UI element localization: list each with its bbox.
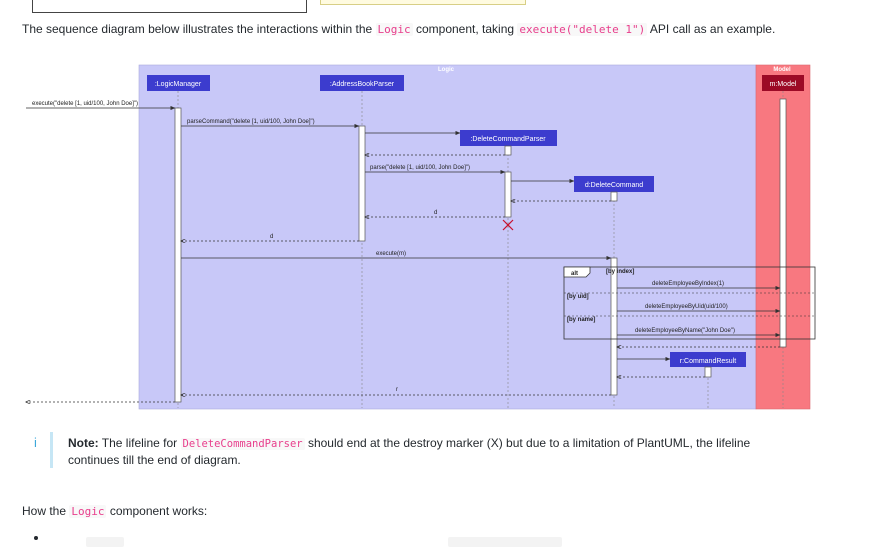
alt-guard-index: [by index] [606, 269, 634, 275]
participant-model [762, 75, 804, 91]
alt-guard-uid: [by uid] [567, 294, 589, 300]
intro-text-middle: component, taking [412, 22, 518, 36]
note-code: DeleteCommandParser [180, 438, 305, 450]
participant-command-result [670, 352, 746, 367]
intro-code-logic: Logic [375, 23, 413, 36]
participant-delete-command [574, 176, 654, 192]
note-label: Note: [68, 436, 99, 450]
participant-model-label: m:Model [770, 81, 797, 88]
activation-logic-manager [174, 107, 182, 403]
activation-command-result [704, 366, 712, 378]
intro-text-prefix: The sequence diagram below illustrates t… [22, 22, 376, 36]
participant-delete-command-label: d:DeleteCommand [585, 182, 643, 189]
destroy-marker [502, 219, 514, 231]
intro-text-suffix: API call as an example. [647, 22, 776, 36]
list-code-stub-2 [448, 537, 562, 547]
activation-delete-command-parser [504, 171, 512, 218]
logic-box-label: Logic [438, 67, 455, 73]
participant-logic-manager-label: :LogicManager [155, 81, 202, 88]
sequence-diagram: Logic Model :LogicManager :AddressBookPa… [0, 64, 816, 410]
participant-delete-command-parser [460, 130, 557, 146]
logic-box [138, 64, 757, 410]
section-heading: How the Logic component works: [22, 503, 207, 520]
note-bar [50, 432, 53, 468]
label-return-d-2: d [270, 234, 273, 240]
label-delete-by-index: deleteEmployeeByIndex(1) [652, 281, 724, 287]
label-delete-by-uid: deleteEmployeeByUid(uid/100) [645, 304, 728, 310]
section-code: Logic [69, 505, 107, 518]
participant-command-result-label: r:CommandResult [680, 358, 736, 365]
label-parse: parse("delete [1, uid/100, John Doe]") [370, 165, 470, 171]
intro-paragraph: The sequence diagram below illustrates t… [22, 21, 775, 38]
top-input-box [32, 0, 307, 13]
label-delete-by-name: deleteEmployeeByName("John Doe") [635, 328, 735, 334]
activation-address-book-parser [358, 125, 366, 242]
label-execute-input: execute("delete [1, uid/100, John Doe]") [32, 101, 138, 107]
activation-delete-command [610, 257, 618, 396]
section-text-prefix: How the [22, 504, 70, 518]
label-return-r: r [396, 387, 398, 393]
info-icon: i [34, 435, 37, 450]
alt-guard-name: [by name] [567, 317, 595, 323]
note-text-1: The lifeline for [98, 436, 181, 450]
list-code-stub-1 [86, 537, 124, 547]
alt-fragment [563, 266, 816, 340]
activation-model [779, 98, 787, 348]
note-text-3: continues till the end of diagram. [68, 453, 241, 467]
note-text-2: should end at the destroy marker (X) but… [304, 436, 751, 450]
model-box-label: Model [773, 67, 791, 73]
alt-label: alt [571, 271, 578, 277]
activation-delete-command-create [610, 191, 618, 202]
activation-delete-command-parser-create [504, 145, 512, 156]
intro-code-api: execute("delete 1") [517, 23, 648, 36]
participant-delete-command-parser-label: :DeleteCommandParser [470, 136, 546, 143]
participant-logic-manager [147, 75, 210, 91]
label-execute-m: execute(m) [376, 251, 406, 257]
top-callout-box [320, 0, 526, 5]
alt-tab [563, 266, 591, 278]
note-text: Note: The lifeline for DeleteCommandPars… [68, 435, 858, 468]
participant-address-book-parser-label: :AddressBookParser [330, 81, 395, 88]
list-bullet [34, 536, 38, 540]
section-text-suffix: component works: [106, 504, 208, 518]
label-parse-command: parseCommand("delete [1, uid/100, John D… [187, 119, 315, 125]
label-return-d-1: d [434, 210, 437, 216]
participant-address-book-parser [320, 75, 404, 91]
